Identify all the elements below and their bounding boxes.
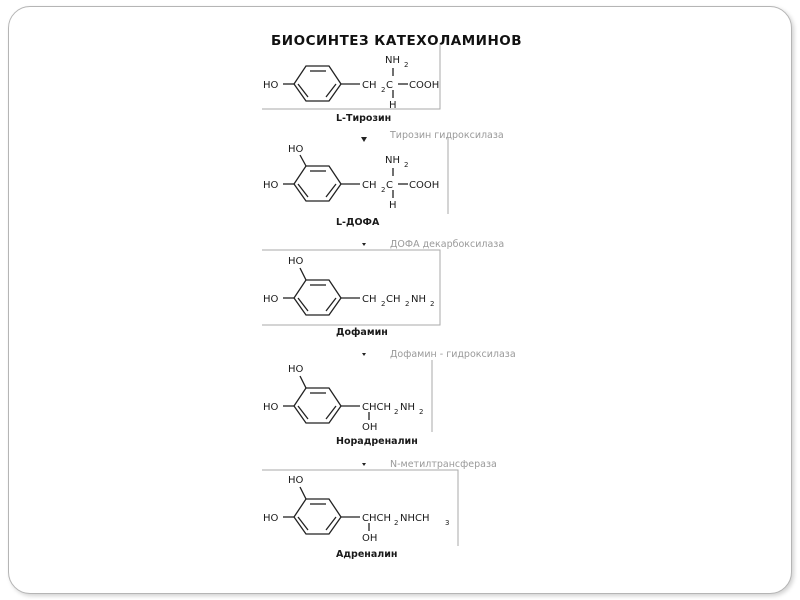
chch2-group: CHCH	[362, 513, 391, 524]
hydrogen-atom: H	[389, 100, 397, 111]
hydroxyl-group: HO	[263, 402, 279, 413]
chch2-group: CHCH	[362, 402, 391, 413]
hydroxyl-group: OH	[362, 533, 377, 544]
ch2-group: CH	[362, 80, 377, 91]
page-title: БИОСИНТЕЗ КАТЕХОЛАМИНОВ	[271, 33, 523, 49]
carbon-atom: C	[386, 180, 393, 191]
hydroxyl-group: HO	[263, 80, 279, 91]
subscript-2: 2	[405, 300, 409, 308]
subscript-2: 2	[404, 61, 408, 69]
methylamino-group: NHCH	[400, 513, 430, 524]
amino-group: NH	[385, 55, 400, 66]
enzyme-label: N-метилтрансфераза	[390, 459, 497, 470]
hydroxyl-group: HO	[263, 294, 279, 305]
enzyme-label: Дофамин - гидроксилаза	[390, 349, 516, 360]
frame-line	[262, 249, 441, 326]
hydroxyl-group: HO	[263, 513, 279, 524]
ch2-group: CH	[362, 180, 377, 191]
compound-l-dopa: HO HO CH 2 C NH 2 H COOH L-ДОФА	[263, 144, 439, 228]
enzyme-label: Тирозин гидроксилаза	[389, 130, 504, 141]
carboxyl-group: COOH	[409, 180, 439, 191]
reaction-arrow	[362, 463, 366, 466]
enzyme-label: ДОФА декарбоксилаза	[390, 239, 504, 250]
compound-dopamine: HO HO CH 2 CH 2 NH 2 Дофамин	[263, 256, 434, 338]
carbon-atom: C	[386, 80, 393, 91]
compound-name: Адреналин	[336, 549, 397, 560]
compound-name: L-Тирозин	[336, 113, 391, 124]
reaction-arrow	[362, 353, 366, 356]
ch2-group: CH	[386, 294, 401, 305]
hydroxyl-group: HO	[263, 180, 279, 191]
subscript-2: 2	[394, 408, 398, 416]
amino-group: NH	[385, 155, 400, 166]
ch2-group: CH	[362, 294, 377, 305]
hydrogen-atom: H	[389, 200, 397, 211]
subscript-2: 2	[381, 300, 385, 308]
reaction-arrow	[361, 137, 367, 142]
compound-adrenaline: HO HO CHCH 2 NHCH 3 OH Адреналин	[263, 475, 449, 560]
hydroxyl-group: HO	[288, 256, 304, 267]
subscript-2: 2	[394, 519, 398, 527]
subscript-2: 2	[430, 300, 434, 308]
compound-name: Норадреналин	[336, 436, 418, 447]
amino-group: NH	[411, 294, 426, 305]
carboxyl-group: COOH	[409, 80, 439, 91]
subscript-3: 3	[445, 519, 449, 527]
hydroxyl-group: HO	[288, 364, 304, 375]
slide: БИОСИНТЕЗ КАТЕХОЛАМИНОВ	[8, 6, 792, 594]
subscript-2: 2	[381, 86, 385, 94]
compound-name: L-ДОФА	[336, 217, 380, 228]
hydroxyl-group: HO	[288, 475, 304, 486]
amino-group: NH	[400, 402, 415, 413]
subscript-2: 2	[404, 161, 408, 169]
compound-name: Дофамин	[336, 327, 388, 338]
hydroxyl-group: HO	[288, 144, 304, 155]
compound-tyrosine: HO CH 2 C NH 2 H COOH L-Тирозин	[263, 55, 439, 124]
reaction-arrow	[362, 243, 366, 246]
frame-line	[262, 44, 441, 110]
subscript-2: 2	[419, 408, 423, 416]
hydroxyl-group: OH	[362, 422, 377, 433]
compound-noradrenaline: HO HO CHCH 2 NH 2 OH Норадреналин	[263, 364, 423, 447]
subscript-2: 2	[381, 186, 385, 194]
frame-line	[262, 469, 459, 546]
